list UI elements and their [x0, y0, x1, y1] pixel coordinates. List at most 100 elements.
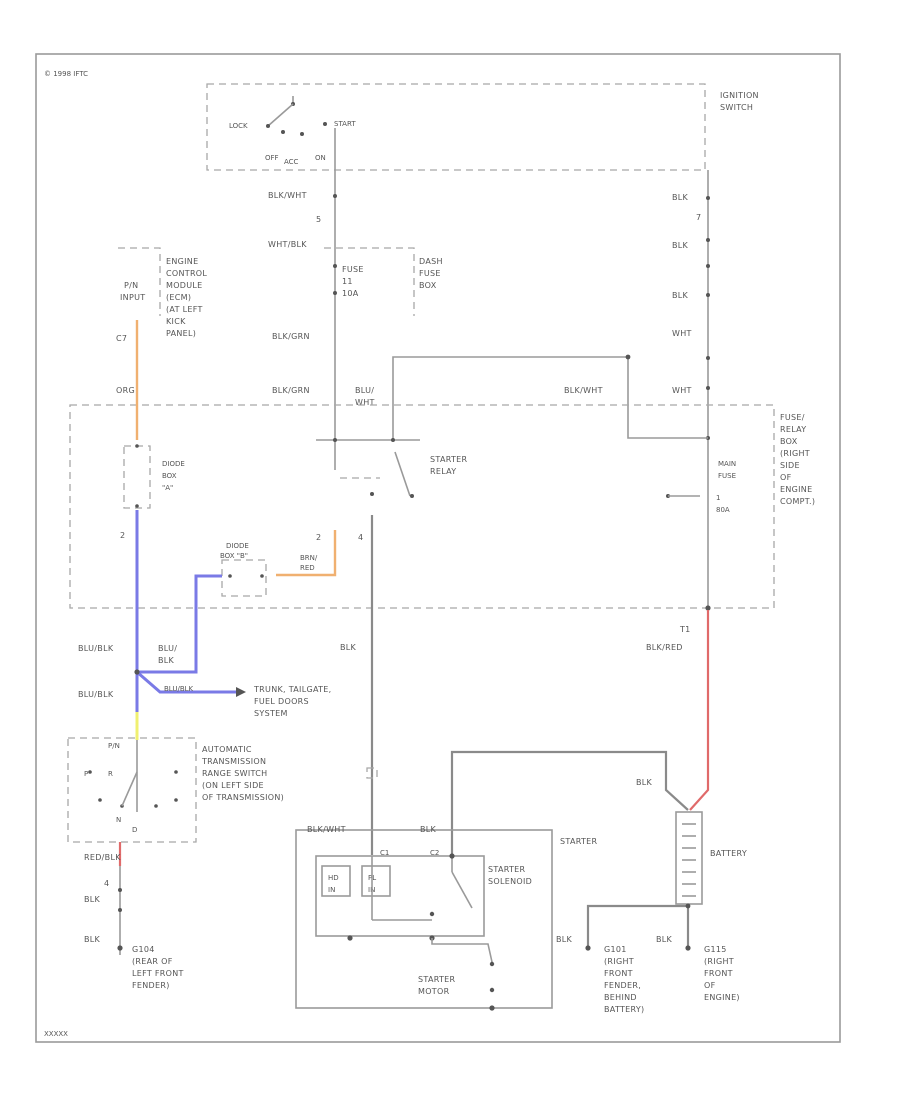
svg-text:LOCK: LOCK [229, 122, 248, 130]
svg-text:"A": "A" [162, 484, 173, 492]
svg-text:ENGINE: ENGINE [780, 485, 812, 494]
svg-text:BLK: BLK [636, 778, 653, 787]
svg-text:G115: G115 [704, 945, 727, 954]
svg-text:BLU/: BLU/ [158, 644, 177, 653]
svg-text:RELAY: RELAY [780, 425, 807, 434]
svg-text:BATTERY: BATTERY [710, 849, 747, 858]
svg-text:D: D [132, 826, 137, 834]
svg-text:SOLENOID: SOLENOID [488, 877, 532, 886]
svg-text:BOX: BOX [162, 472, 177, 480]
svg-text:RANGE SWITCH: RANGE SWITCH [202, 769, 267, 778]
svg-text:C2: C2 [430, 849, 439, 857]
svg-text:G104: G104 [132, 945, 155, 954]
svg-text:AUTOMATIC: AUTOMATIC [202, 745, 252, 754]
svg-text:10A: 10A [342, 289, 359, 298]
svg-text:1: 1 [716, 494, 720, 502]
main-fuse: MAIN FUSE 1 80A [666, 460, 736, 514]
starter-solenoid: STARTER SOLENOID HD IN PL IN [315, 853, 532, 941]
svg-text:BLK: BLK [672, 291, 689, 300]
svg-text:BRN/: BRN/ [300, 554, 318, 562]
svg-text:HD: HD [328, 874, 339, 882]
svg-text:(REAR OF: (REAR OF [132, 957, 173, 966]
svg-text:T1: T1 [679, 625, 691, 634]
svg-text:7: 7 [696, 213, 701, 222]
svg-text:SIDE: SIDE [780, 461, 800, 470]
svg-text:CONTROL: CONTROL [166, 269, 207, 278]
svg-text:BEHIND: BEHIND [604, 993, 637, 1002]
svg-text:FUSE: FUSE [419, 269, 441, 278]
svg-text:(RIGHT: (RIGHT [704, 957, 734, 966]
svg-text:BLK: BLK [672, 241, 689, 250]
svg-text:(AT LEFT: (AT LEFT [166, 305, 203, 314]
svg-text:LEFT FRONT: LEFT FRONT [132, 969, 184, 978]
svg-text:11: 11 [342, 277, 353, 286]
fuse-relay-box: FUSE/ RELAY BOX (RIGHT SIDE OF ENGINE CO… [69, 404, 815, 609]
svg-text:BLK/GRN: BLK/GRN [272, 332, 310, 341]
svg-text:BLK: BLK [84, 895, 101, 904]
svg-text:BLK: BLK [420, 825, 437, 834]
svg-text:FUEL DOORS: FUEL DOORS [254, 697, 309, 706]
svg-text:STARTER: STARTER [560, 837, 598, 846]
svg-text:2: 2 [120, 531, 125, 540]
svg-text:MOTOR: MOTOR [418, 987, 450, 996]
svg-text:N: N [116, 816, 121, 824]
svg-text:FENDER): FENDER) [132, 981, 170, 990]
svg-text:STARTER: STARTER [488, 865, 526, 874]
svg-text:BLU/BLK: BLU/BLK [164, 685, 194, 693]
svg-text:START: START [334, 120, 356, 128]
svg-text:WHT: WHT [672, 329, 692, 338]
starter-relay: STARTER RELAY [316, 438, 467, 498]
svg-text:FRONT: FRONT [604, 969, 633, 978]
engine-control-module: ENGINE CONTROL MODULE (ECM) (AT LEFT KIC… [118, 247, 207, 338]
svg-text:P/N: P/N [108, 742, 120, 750]
svg-text:5: 5 [316, 215, 321, 224]
svg-text:FUSE/: FUSE/ [780, 413, 805, 422]
svg-text:C7: C7 [116, 334, 127, 343]
svg-text:OF TRANSMISSION): OF TRANSMISSION) [202, 793, 284, 802]
svg-text:INPUT: INPUT [120, 293, 145, 302]
svg-text:BLU/BLK: BLU/BLK [78, 690, 114, 699]
svg-text:ORG: ORG [116, 386, 135, 395]
svg-text:4: 4 [358, 533, 363, 542]
svg-text:BLK/RED: BLK/RED [646, 643, 683, 652]
svg-text:BLK: BLK [84, 935, 101, 944]
svg-text:ON: ON [315, 154, 326, 162]
svg-text:P/N: P/N [124, 281, 138, 290]
svg-text:BATTERY): BATTERY) [604, 1005, 644, 1014]
diode-box-a: DIODE BOX "A" [123, 444, 185, 509]
ground-g101: G101 (RIGHT FRONT FENDER, BEHIND BATTERY… [604, 945, 644, 1014]
svg-text:RELAY: RELAY [430, 467, 457, 476]
svg-text:(ECM): (ECM) [166, 293, 191, 302]
transmission-range-switch: P/N P R N D AUTOMATIC TRANSMISSION RANGE… [67, 737, 284, 843]
trunk-arrow [236, 687, 246, 697]
starter-motor: STARTER MOTOR [418, 938, 495, 1011]
svg-text:DIODE: DIODE [226, 542, 249, 550]
dash-fuse-box: DASH FUSE BOX FUSE 11 10A [324, 247, 443, 316]
svg-text:BLK/WHT: BLK/WHT [564, 386, 603, 395]
svg-text:BLK: BLK [656, 935, 673, 944]
svg-text:FRONT: FRONT [704, 969, 733, 978]
svg-text:RED/BLK: RED/BLK [84, 853, 121, 862]
footer-code: XXXXX [44, 1030, 68, 1038]
svg-text:BLU/: BLU/ [355, 386, 374, 395]
svg-text:BLK/WHT: BLK/WHT [268, 191, 307, 200]
svg-text:4: 4 [104, 879, 109, 888]
svg-text:FENDER,: FENDER, [604, 981, 641, 990]
battery: BATTERY [675, 811, 747, 905]
svg-text:IGNITION: IGNITION [720, 91, 759, 100]
copyright-text: © 1998 IFTC [44, 70, 88, 78]
svg-text:ENGINE): ENGINE) [704, 993, 740, 1002]
svg-text:ENGINE: ENGINE [166, 257, 198, 266]
svg-text:MAIN: MAIN [718, 460, 736, 468]
svg-text:BLU/BLK: BLU/BLK [78, 644, 114, 653]
diagram-frame [35, 53, 841, 1043]
svg-text:P: P [84, 770, 88, 778]
ground-g115: G115 (RIGHT FRONT OF ENGINE) [704, 945, 740, 1002]
svg-text:SYSTEM: SYSTEM [254, 709, 288, 718]
svg-text:DASH: DASH [419, 257, 443, 266]
svg-text:BLK: BLK [158, 656, 175, 665]
svg-text:(RIGHT: (RIGHT [780, 449, 810, 458]
svg-text:MODULE: MODULE [166, 281, 203, 290]
svg-text:ACC: ACC [284, 158, 299, 166]
svg-text:TRUNK, TAILGATE,: TRUNK, TAILGATE, [253, 685, 332, 694]
